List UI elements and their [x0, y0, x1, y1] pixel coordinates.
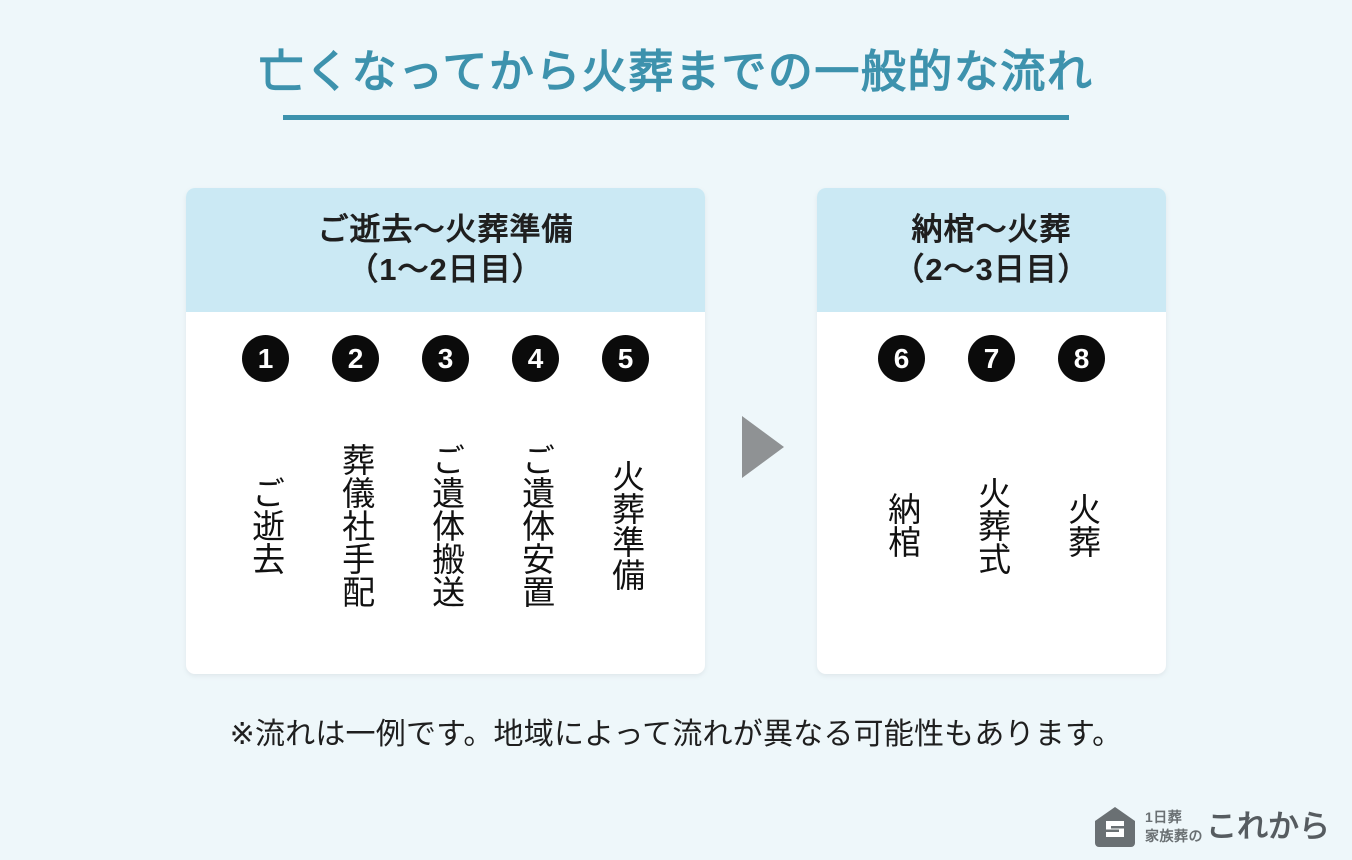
- step-4: 4 ご遺体安置: [491, 335, 581, 655]
- step-2-label: 葬儀社手配: [337, 442, 375, 608]
- step-6: 6 納棺: [857, 335, 947, 655]
- page-title: 亡くなってから火葬までの一般的な流れ: [0, 46, 1352, 120]
- step-4-number-badge: 4: [512, 335, 559, 382]
- step-3-number-badge: 3: [422, 335, 469, 382]
- brand-logo-subtext: 1日葬 家族葬の: [1145, 808, 1203, 846]
- title-underline: [283, 114, 1069, 120]
- phase-card-2-header: 納棺〜火葬 （2〜3日目）: [817, 188, 1166, 312]
- phase-card-2-subheading: （2〜3日目）: [893, 252, 1090, 288]
- step-1-label: ご逝去: [247, 475, 285, 575]
- step-8-number-badge: 8: [1058, 335, 1105, 382]
- phase-card-1-heading: ご逝去〜火葬準備: [317, 212, 574, 248]
- step-1-number-badge: 1: [242, 335, 289, 382]
- step-3: 3 ご遺体搬送: [401, 335, 491, 655]
- step-8: 8 火葬: [1037, 335, 1127, 655]
- brand-logo-wordmark: これから: [1206, 808, 1330, 844]
- brand-logo-line2: 家族葬の: [1145, 828, 1203, 844]
- phase-card-1: ご逝去〜火葬準備 （1〜2日目） 1 ご逝去 2 葬儀社手配 3 ご遺体搬送 4…: [186, 188, 705, 674]
- flow-diagram: ご逝去〜火葬準備 （1〜2日目） 1 ご逝去 2 葬儀社手配 3 ご遺体搬送 4…: [186, 188, 1166, 674]
- step-5-label: 火葬準備: [607, 459, 645, 591]
- step-7-number-badge: 7: [968, 335, 1015, 382]
- phase-card-1-header: ご逝去〜火葬準備 （1〜2日目）: [186, 188, 705, 312]
- phase-card-2-heading: 納棺〜火葬: [911, 212, 1072, 248]
- step-7: 7 火葬式: [947, 335, 1037, 655]
- triangle-right-icon: [742, 416, 784, 478]
- step-1: 1 ご逝去: [221, 335, 311, 655]
- step-6-number-badge: 6: [878, 335, 925, 382]
- step-5: 5 火葬準備: [581, 335, 671, 655]
- step-2: 2 葬儀社手配: [311, 335, 401, 655]
- phase-card-2-steps: 6 納棺 7 火葬式 8 火葬: [817, 312, 1166, 655]
- brand-logo: 1日葬 家族葬の これから: [1094, 806, 1330, 848]
- step-4-label: ご遺体安置: [517, 442, 555, 608]
- footnote: ※流れは一例です。地域によって流れが異なる可能性もあります。: [229, 718, 1123, 751]
- phase-card-1-steps: 1 ご逝去 2 葬儀社手配 3 ご遺体搬送 4 ご遺体安置 5 火葬準備: [186, 312, 705, 655]
- step-5-number-badge: 5: [602, 335, 649, 382]
- house-ko-icon: [1094, 806, 1136, 848]
- step-3-label: ご遺体搬送: [427, 442, 465, 608]
- page-title-text: 亡くなってから火葬までの一般的な流れ: [258, 46, 1094, 97]
- phase-card-1-subheading: （1〜2日目）: [347, 252, 544, 288]
- phase-card-2: 納棺〜火葬 （2〜3日目） 6 納棺 7 火葬式 8 火葬: [817, 188, 1166, 674]
- brand-logo-line1: 1日葬: [1145, 808, 1183, 825]
- step-6-label: 納棺: [883, 492, 921, 558]
- step-7-label: 火葬式: [973, 475, 1011, 575]
- step-8-label: 火葬: [1063, 492, 1101, 558]
- step-2-number-badge: 2: [332, 335, 379, 382]
